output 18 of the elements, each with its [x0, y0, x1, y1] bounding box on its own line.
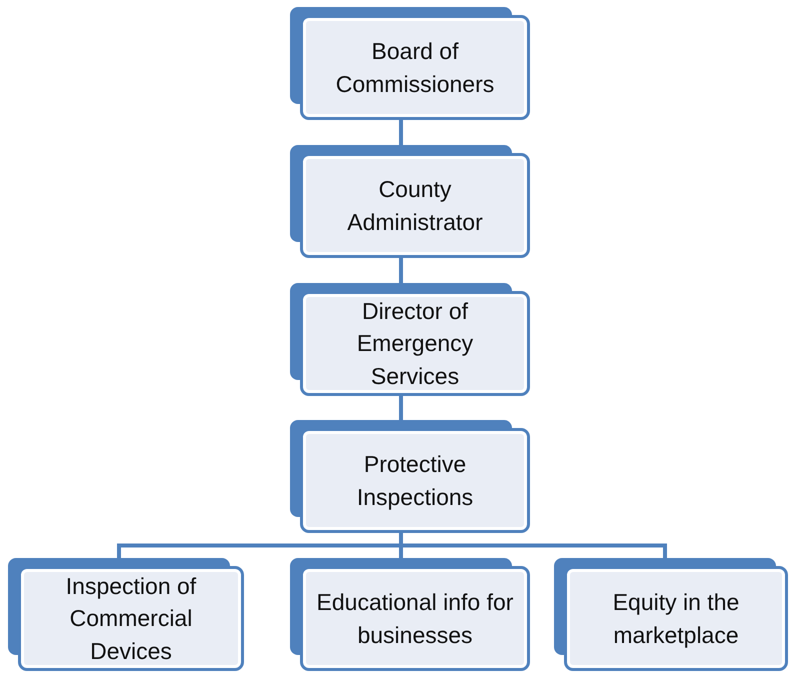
- org-chart-box: [554, 558, 788, 671]
- box-label: Protective Inspections: [356, 450, 474, 512]
- connector-line: [399, 258, 403, 283]
- box-label: County Administrator: [346, 175, 484, 236]
- org-chart-box: [290, 7, 530, 120]
- box-label: Inspection of Commercial Devices: [64, 578, 198, 659]
- connector-line: [399, 120, 403, 145]
- box-label: Educational info for businesses: [316, 588, 514, 650]
- org-chart-box: [290, 420, 530, 533]
- box-label: Board of Commissioners: [334, 37, 496, 98]
- org-chart-box: [290, 558, 530, 671]
- org-chart-box: [290, 145, 530, 258]
- org-chart-box: [8, 558, 244, 671]
- connector-line: [399, 533, 667, 558]
- org-chart-box: [290, 283, 530, 396]
- box-label: Director of Emergency Services: [356, 303, 474, 384]
- box-label: Equity in the marketplace: [612, 588, 740, 650]
- connector-line: [399, 396, 403, 420]
